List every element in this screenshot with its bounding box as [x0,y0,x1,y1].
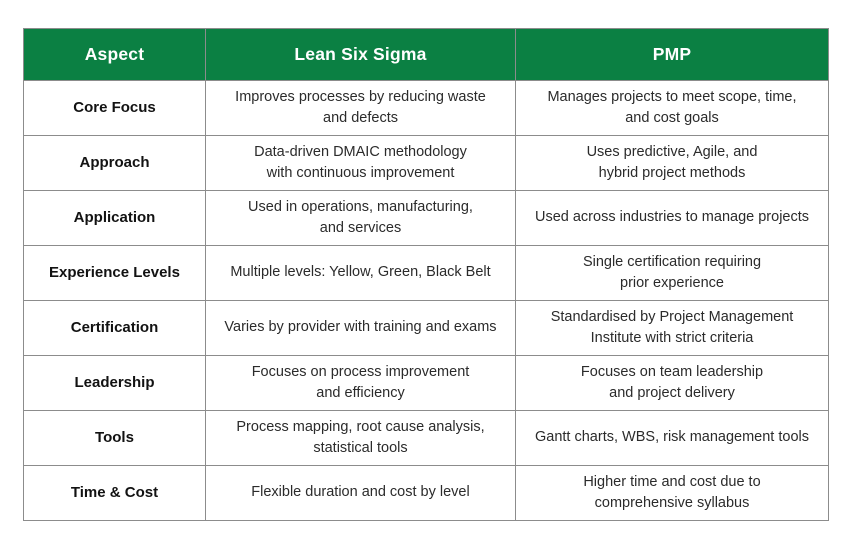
pmp-cell: Gantt charts, WBS, risk management tools [515,410,829,466]
table-row-leadership: Leadership Focuses on process improvemen… [23,355,829,411]
aspect-label: Experience Levels [23,245,206,301]
table-row-core-focus: Core Focus Improves processes by reducin… [23,80,829,136]
lean-six-sigma-cell: Multiple levels: Yellow, Green, Black Be… [205,245,516,301]
aspect-label: Application [23,190,206,246]
pmp-cell: Used across industries to manage project… [515,190,829,246]
lean-six-sigma-cell: Process mapping, root cause analysis, st… [205,410,516,466]
table-row-approach: Approach Data-driven DMAIC methodology w… [23,135,829,191]
lean-six-sigma-cell: Improves processes by reducing waste and… [205,80,516,136]
table-row-certification: Certification Varies by provider with tr… [23,300,829,356]
aspect-label: Core Focus [23,80,206,136]
aspect-label: Leadership [23,355,206,411]
table-header-row: Aspect Lean Six Sigma PMP [23,28,829,81]
table-row-time-cost: Time & Cost Flexible duration and cost b… [23,465,829,521]
lean-six-sigma-cell: Data-driven DMAIC methodology with conti… [205,135,516,191]
aspect-label: Certification [23,300,206,356]
pmp-cell: Standardised by Project Management Insti… [515,300,829,356]
table-row-tools: Tools Process mapping, root cause analys… [23,410,829,466]
lean-six-sigma-cell: Focuses on process improvement and effic… [205,355,516,411]
pmp-cell: Focuses on team leadership and project d… [515,355,829,411]
table-row-application: Application Used in operations, manufact… [23,190,829,246]
pmp-cell: Higher time and cost due to comprehensiv… [515,465,829,521]
aspect-label: Time & Cost [23,465,206,521]
aspect-label: Tools [23,410,206,466]
pmp-cell: Uses predictive, Agile, and hybrid proje… [515,135,829,191]
column-header-lean-six-sigma: Lean Six Sigma [205,28,516,81]
pmp-cell: Manages projects to meet scope, time, an… [515,80,829,136]
column-header-pmp: PMP [515,28,829,81]
table-row-experience-levels: Experience Levels Multiple levels: Yello… [23,245,829,301]
aspect-label: Approach [23,135,206,191]
lean-six-sigma-cell: Flexible duration and cost by level [205,465,516,521]
comparison-table: Aspect Lean Six Sigma PMP Core Focus Imp… [23,28,829,521]
lean-six-sigma-cell: Used in operations, manufacturing, and s… [205,190,516,246]
column-header-aspect: Aspect [23,28,206,81]
lean-six-sigma-cell: Varies by provider with training and exa… [205,300,516,356]
pmp-cell: Single certification requiring prior exp… [515,245,829,301]
